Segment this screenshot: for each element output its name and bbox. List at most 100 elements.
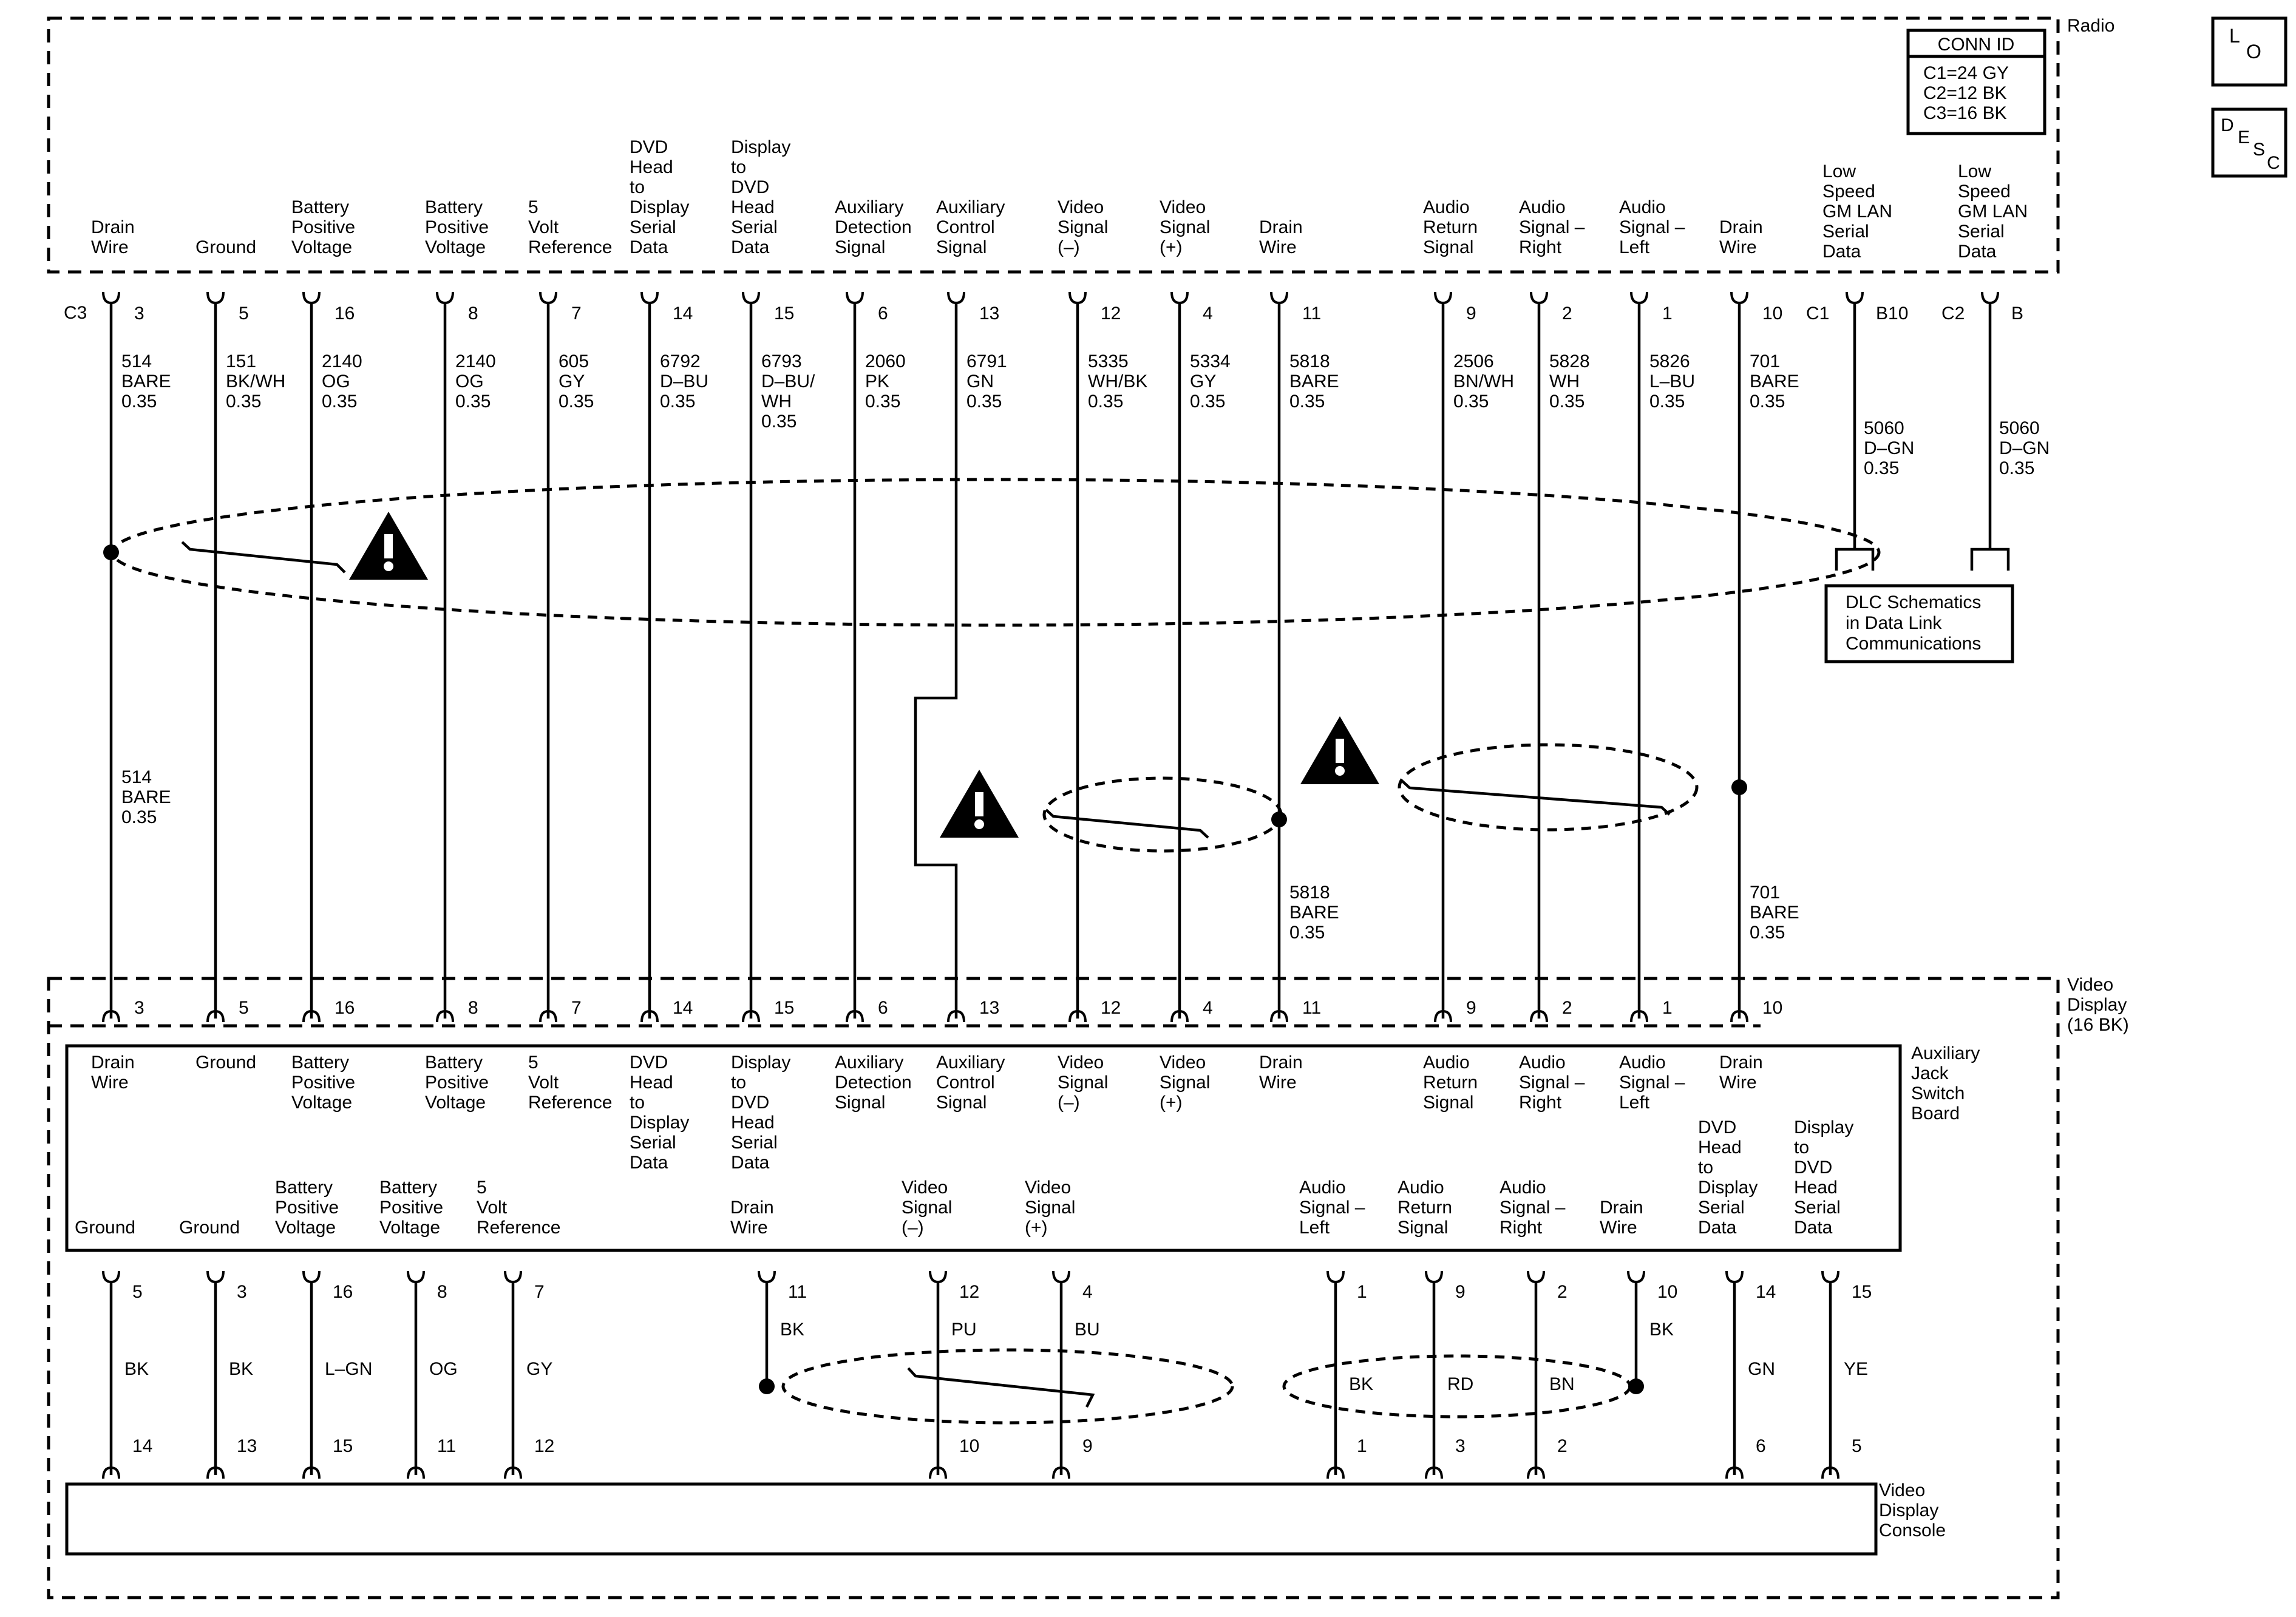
board-pin-label: Audio	[1299, 1178, 1346, 1198]
circuit-name: GM LAN	[1822, 202, 1892, 222]
video-display-label: (16 BK)	[2067, 1015, 2129, 1035]
video-display-outline	[47, 977, 2060, 1599]
pin-number: 4	[1203, 998, 1213, 1018]
connector-terminal	[302, 291, 321, 305]
connector-terminal	[1530, 291, 1548, 305]
wire-color: L–GN	[325, 1359, 372, 1379]
circuit-info: 0.35	[121, 807, 157, 827]
circuit-info: 701	[1750, 351, 1780, 371]
board-pin-label: Wire	[1600, 1218, 1637, 1238]
connector-terminal	[407, 1270, 425, 1284]
pin-number: 1	[1662, 303, 1673, 324]
connector-terminal	[539, 1009, 557, 1023]
shield-symbol	[181, 541, 346, 574]
circuit-info: 5334	[1190, 351, 1231, 371]
board-pin-label: Audio	[1519, 1053, 1566, 1073]
connector-terminal	[1052, 1270, 1070, 1284]
board-pin-label: Voltage	[425, 1093, 486, 1113]
board-pin-label: Drain	[730, 1198, 774, 1218]
circuit-name: Signal –	[1519, 217, 1585, 237]
board-pin-label: (–)	[902, 1218, 924, 1238]
circuit-info: 0.35	[865, 392, 900, 412]
connector-id: C2	[1941, 303, 1965, 324]
circuit-name: Positive	[291, 217, 355, 237]
wire-color: BN	[1549, 1374, 1575, 1394]
connector-terminal	[947, 1009, 965, 1023]
circuit-info: OG	[455, 371, 484, 392]
pin-number: 8	[437, 1282, 447, 1302]
board-pin-label: Audio	[1500, 1178, 1546, 1198]
circuit-info: 0.35	[1999, 458, 2034, 478]
circuit-info: 0.35	[322, 392, 357, 412]
board-pin-label: Video	[1160, 1053, 1206, 1073]
circuit-info: PK	[865, 371, 889, 392]
aux-jack-switch-board	[65, 1044, 1902, 1252]
circuit-info: 0.35	[1289, 923, 1325, 943]
board-pin-label: Serial	[731, 1133, 778, 1153]
board-pin-label: Signal	[902, 1198, 952, 1218]
circuit-info: BARE	[1750, 371, 1799, 392]
circuit-info: BARE	[1289, 371, 1339, 392]
circuit-wire[interactable]: DVDHeadtoDisplaySerialData14146792D–BU0.…	[630, 137, 708, 1023]
circuit-info: 0.35	[226, 392, 261, 412]
connector-terminal	[640, 1009, 659, 1023]
console-circuits: Ground514BKGround313BKBatteryPositiveVol…	[75, 1117, 1872, 1479]
board-pin-label: Left	[1619, 1093, 1650, 1113]
connector-terminal	[407, 1466, 425, 1479]
circuit-info: 5818	[1289, 351, 1330, 371]
svg-text:D: D	[2221, 115, 2234, 135]
circuit-info: 514	[121, 351, 152, 371]
board-pin-label: DVD	[630, 1053, 668, 1073]
connector-terminal	[206, 1466, 225, 1479]
pin-number: 9	[1466, 303, 1476, 324]
board-pin-label: Left	[1299, 1218, 1330, 1238]
desc-button[interactable]: D E S C	[2211, 107, 2288, 178]
radio-module-label: Radio	[2067, 16, 2114, 36]
shield-symbol	[1045, 808, 1209, 839]
pin-number: 10	[1762, 303, 1782, 324]
board-pin-label: Data	[1794, 1218, 1833, 1238]
radio-circuits: DrainWire33514BARE0.35514BARE0.35Ground5…	[91, 137, 1799, 1023]
circuit-name: Battery	[291, 197, 349, 217]
circuit-info: WH	[761, 392, 792, 412]
connector-terminal	[1068, 291, 1087, 305]
shield-symbol	[1401, 780, 1671, 816]
pin-number: 2	[1557, 1282, 1567, 1302]
circuit-name: Speed	[1958, 181, 2011, 202]
lo-button[interactable]: L O	[2211, 16, 2288, 87]
board-pin-label: Ground	[195, 1053, 256, 1073]
circuit-wire[interactable]: DisplaytoDVDHeadSerialData15156793D–BU/W…	[731, 137, 815, 1023]
board-pin-label: DVD	[1794, 1158, 1832, 1178]
